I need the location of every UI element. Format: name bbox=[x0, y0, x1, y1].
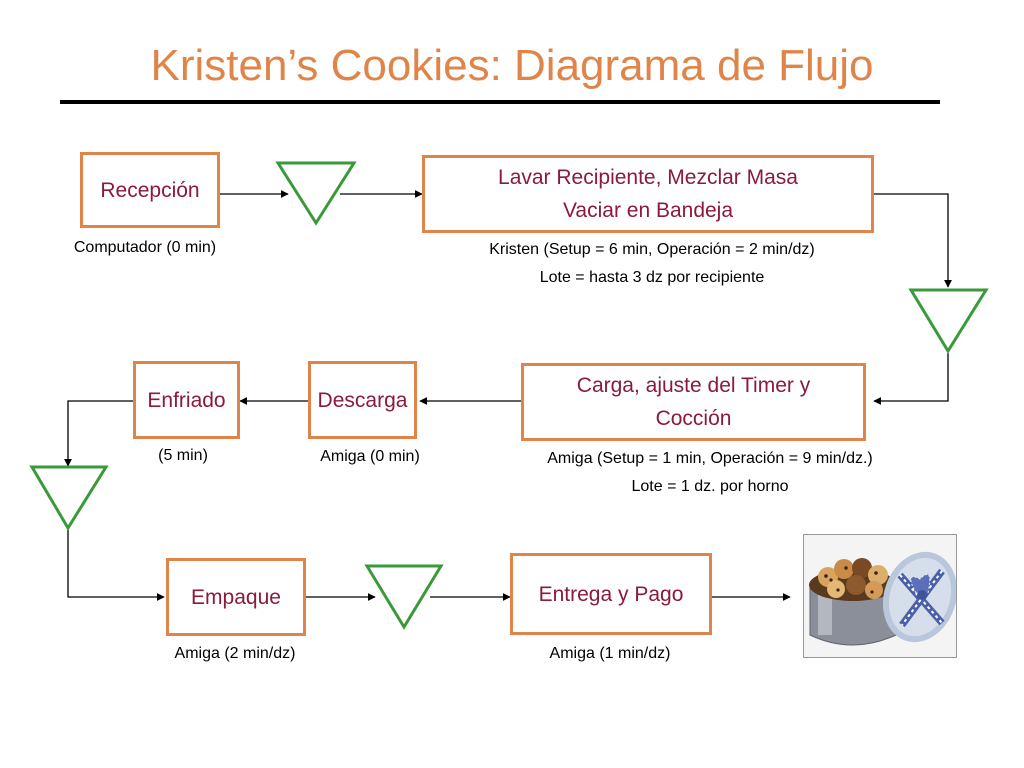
step-entrega-caption: Amiga (1 min/dz) bbox=[549, 645, 671, 662]
step-lavar-caption-line: Kristen (Setup = 6 min, Operación = 2 mi… bbox=[489, 241, 815, 258]
step-recepcion-caption: Computador (0 min) bbox=[73, 239, 217, 256]
step-lavar: Lavar Recipiente, Mezclar Masa Vaciar en… bbox=[422, 155, 874, 233]
cookie-tin-icon bbox=[804, 535, 956, 657]
inventory-triangle-icon bbox=[364, 564, 444, 630]
step-empaque-label: Empaque bbox=[191, 585, 281, 609]
step-carga-caption: Amiga (Setup = 1 min, Operación = 9 min/… bbox=[470, 445, 950, 501]
inventory-triangle-icon bbox=[275, 161, 357, 226]
title-rule bbox=[60, 100, 940, 104]
step-descarga-label: Descarga bbox=[317, 388, 408, 412]
step-recepcion: Recepción bbox=[80, 152, 220, 228]
step-empaque-caption: Amiga (2 min/dz) bbox=[174, 645, 296, 662]
step-carga: Carga, ajuste del Timer y Cocción bbox=[521, 363, 866, 441]
step-enfriado-label: Enfriado bbox=[147, 388, 226, 412]
step-lavar-label-line: Vaciar en Bandeja bbox=[562, 199, 734, 222]
arrow-inventory-to-carga bbox=[873, 353, 949, 405]
step-carga-label-line: Carga, ajuste del Timer y bbox=[576, 374, 811, 397]
step-lavar-caption: Kristen (Setup = 6 min, Operación = 2 mi… bbox=[398, 236, 906, 292]
step-descarga: Descarga bbox=[308, 361, 417, 439]
step-empaque: Empaque bbox=[166, 558, 306, 636]
step-descarga-caption: Amiga (0 min) bbox=[320, 448, 420, 465]
arrow-lavar-to-inventory bbox=[873, 193, 952, 288]
inventory-triangle-icon bbox=[908, 288, 989, 354]
step-enfriado: Enfriado bbox=[133, 361, 240, 439]
cookie-tin-photo bbox=[803, 534, 957, 658]
arrow-inventory-to-empaque bbox=[67, 529, 165, 601]
step-lavar-caption-line: Lote = hasta 3 dz por recipiente bbox=[539, 269, 765, 286]
step-lavar-label-line: Lavar Recipiente, Mezclar Masa bbox=[498, 166, 798, 189]
step-carga-caption-line: Lote = 1 dz. por horno bbox=[631, 478, 789, 495]
page-title: Kristen’s Cookies: Diagrama de Flujo bbox=[150, 41, 874, 90]
step-carga-label-line: Cocción bbox=[655, 407, 732, 430]
step-carga-caption-line: Amiga (Setup = 1 min, Operación = 9 min/… bbox=[547, 450, 873, 467]
step-entrega: Entrega y Pago bbox=[510, 553, 712, 635]
step-enfriado-caption: (5 min) bbox=[158, 447, 208, 464]
inventory-triangle-icon bbox=[29, 465, 109, 531]
arrow-enfriado-to-inventory bbox=[64, 400, 133, 467]
step-entrega-label: Entrega y Pago bbox=[538, 582, 684, 606]
step-recepcion-label: Recepción bbox=[100, 178, 200, 202]
